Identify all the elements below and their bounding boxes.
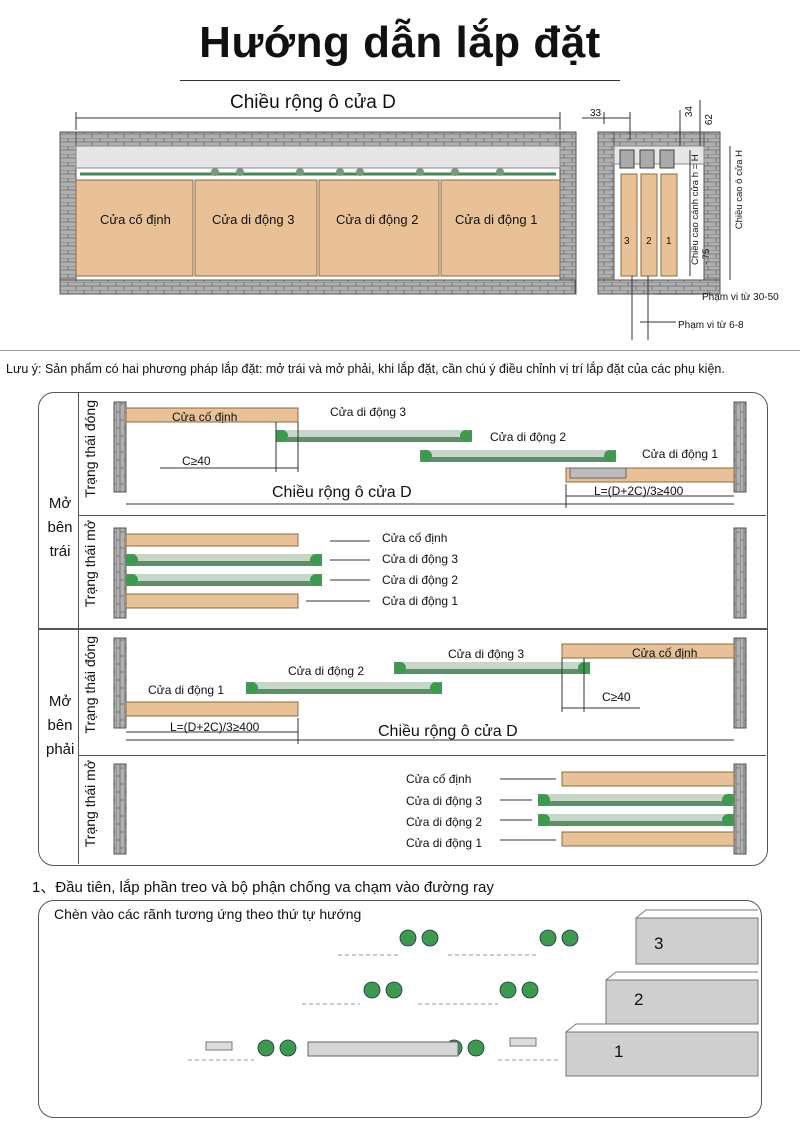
- right-open-door-1: Cửa di động 1: [406, 836, 483, 850]
- left-open-state-label: Trạng thái mở: [82, 520, 98, 608]
- left-closed-door-3: Cửa di động 3: [330, 405, 407, 419]
- left-width-label: Chiều rộng ô cửa D: [272, 484, 412, 501]
- step1-instruction: Chèn vào các rãnh tương ứng theo thứ tự …: [54, 906, 362, 922]
- side-door-num-2: 2: [646, 236, 652, 247]
- left-l-label: L=(D+2C)/3≥400: [594, 484, 684, 498]
- side-door-num-3: 3: [624, 236, 630, 247]
- top-diagram: [59, 100, 731, 340]
- left-closed-door-fixed: Cửa cố định: [172, 410, 238, 424]
- right-width-label: Chiều rộng ô cửa D: [378, 723, 518, 740]
- side-door-1: [660, 173, 678, 277]
- top-door-2: Cửa di động 2: [336, 212, 419, 227]
- right-l-label: L=(D+2C)/3≥400: [170, 720, 260, 734]
- dim-62: 62: [704, 114, 715, 126]
- door-panel-3: [194, 179, 318, 277]
- right-closed-door-fixed: Cửa cố định: [632, 646, 698, 660]
- right-open-door-fixed: Cửa cố định: [406, 772, 472, 786]
- side-wall-left: [597, 131, 615, 295]
- dim-range-6-8: Phạm vi từ 6-8: [678, 320, 744, 331]
- separator: [0, 350, 800, 351]
- left-open-label: Mở bên trái: [47, 495, 73, 560]
- right-closed-state-label: Trạng thái đóng: [82, 636, 98, 734]
- door-panel-1: [440, 179, 561, 277]
- top-door-1: Cửa di động 1: [455, 212, 538, 227]
- install-note: Lưu ý: Sản phẩm có hai phương pháp lắp đ…: [6, 362, 725, 376]
- right-open-panel: [38, 628, 768, 866]
- top-width-label: Chiều rộng ô cửa D: [230, 92, 396, 113]
- left-closed-state-label: Trạng thái đóng: [82, 400, 98, 498]
- dim-door-height: Chiều cao cánh cửa h = H - 75: [690, 154, 712, 265]
- door-panel-2: [318, 179, 440, 277]
- right-open-state-label: Trạng thái mở: [82, 760, 98, 848]
- right-closed-door-3: Cửa di động 3: [448, 647, 525, 661]
- left-open-door-2: Cửa di động 2: [382, 573, 459, 587]
- rail-2-label: 2: [634, 990, 644, 1009]
- left-open-door-3: Cửa di động 3: [382, 552, 459, 566]
- dim-34: 34: [684, 106, 695, 118]
- track-header: [75, 145, 561, 169]
- dim-33: 33: [590, 108, 602, 119]
- left-closed-door-2: Cửa di động 2: [490, 430, 567, 444]
- top-door-fixed: Cửa cố định: [100, 212, 171, 227]
- side-door-2: [640, 173, 658, 277]
- wall-right: [559, 131, 577, 295]
- right-closed-door-2: Cửa di động 2: [288, 664, 365, 678]
- left-open-door-1: Cửa di động 1: [382, 594, 459, 608]
- right-open-door-2: Cửa di động 2: [406, 815, 483, 829]
- dim-opening-height: Chiều cao ô cửa H: [734, 150, 745, 230]
- right-open-diagram: [113, 637, 747, 855]
- left-c-label: C≥40: [182, 454, 211, 468]
- left-open-door-fixed: Cửa cố định: [382, 531, 448, 545]
- door-panel-fixed: [75, 179, 194, 277]
- wall-top: [59, 131, 576, 147]
- wall-left: [59, 131, 77, 295]
- title-rule: [180, 80, 620, 81]
- dim-range-30-50: Phạm vi từ 30-50: [702, 292, 779, 303]
- top-door-3: Cửa di động 3: [212, 212, 295, 227]
- rail-3-label: 3: [654, 934, 664, 953]
- left-open-diagram: [113, 401, 747, 619]
- side-door-3: [620, 173, 638, 277]
- step1-diagram: [188, 909, 759, 1077]
- side-door-num-1: 1: [666, 236, 672, 247]
- left-closed-door-1: Cửa di động 1: [642, 447, 719, 461]
- step1-heading: 1、Đầu tiên, lắp phần treo và bộ phận chố…: [32, 879, 494, 896]
- right-open-label: Mở bên phải: [46, 693, 75, 758]
- step1-panel: [38, 900, 762, 1118]
- right-open-door-3: Cửa di động 3: [406, 794, 483, 808]
- right-closed-door-1: Cửa di động 1: [148, 683, 225, 697]
- page-title: Hướng dẫn lắp đặt: [199, 18, 601, 67]
- rail-1-label: 1: [614, 1042, 624, 1061]
- left-open-panel: [38, 392, 768, 630]
- right-c-label: C≥40: [602, 690, 631, 704]
- side-wall-top: [597, 131, 721, 147]
- wall-bottom: [59, 279, 576, 295]
